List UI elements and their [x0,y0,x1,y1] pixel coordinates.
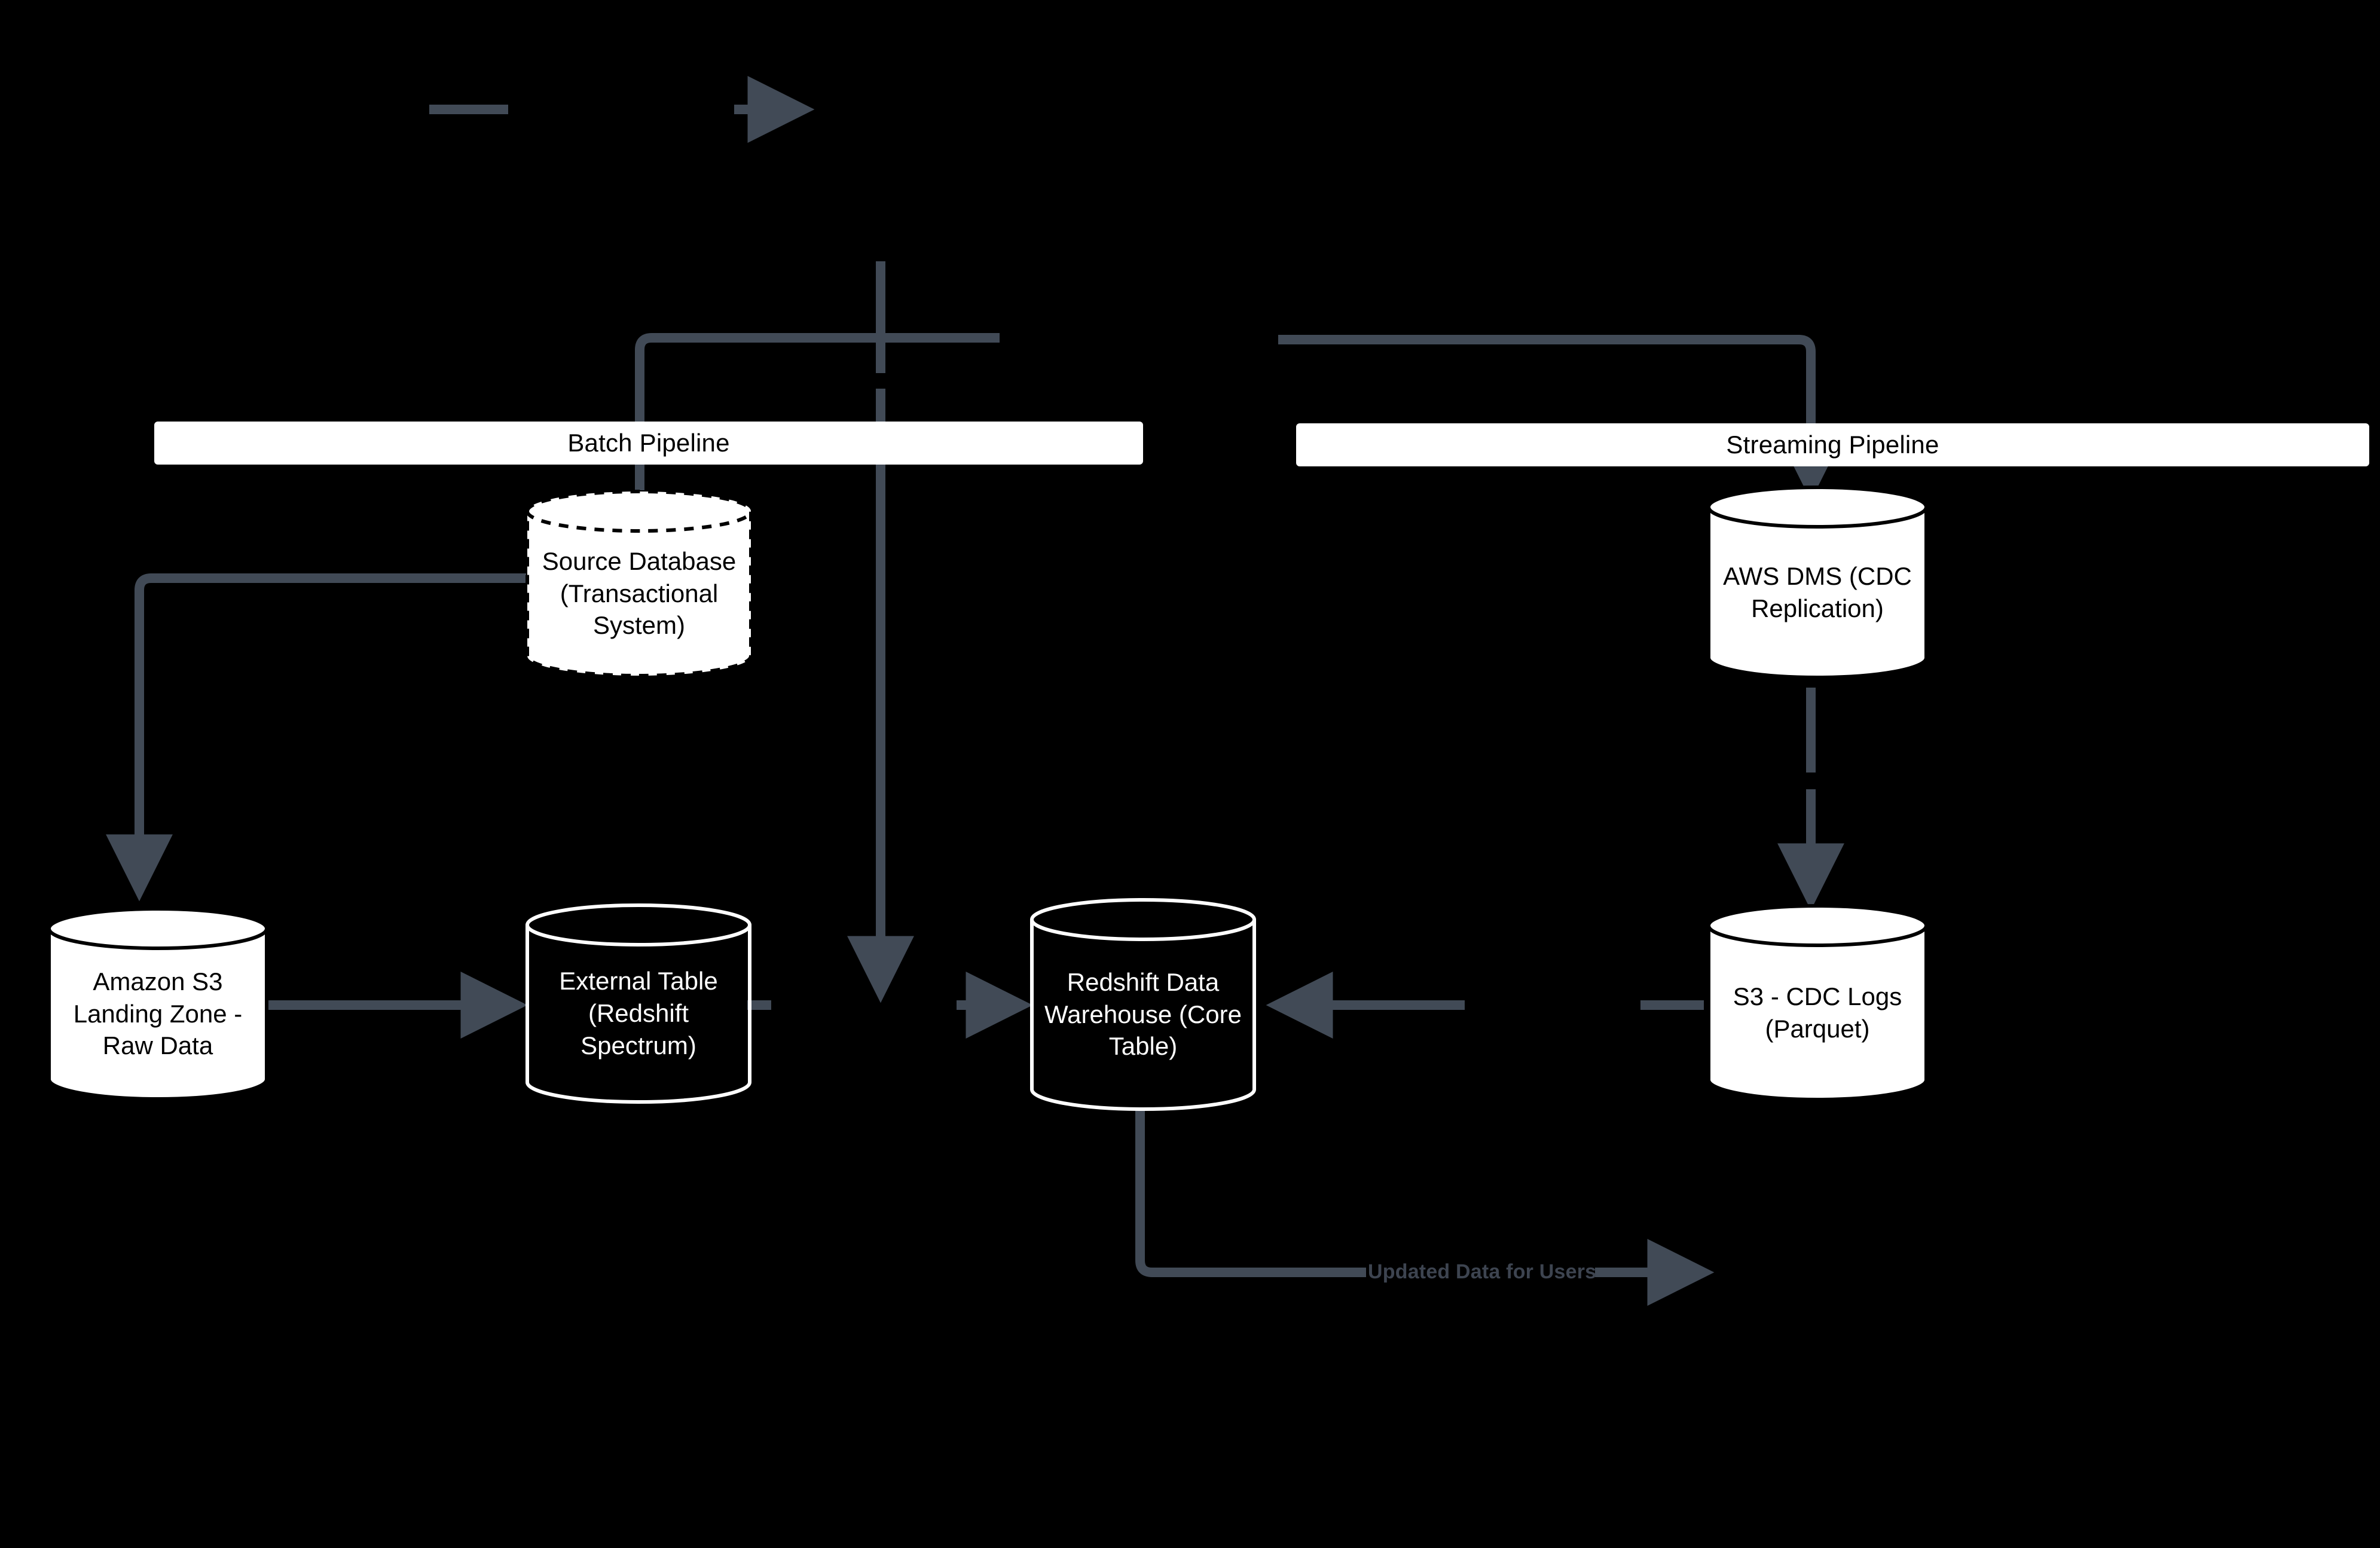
lane-streaming-pipeline[interactable]: Streaming Pipeline [1296,423,2369,466]
edge-source-db-to-s3-landing [106,573,526,902]
node-s3-landing-shape[interactable] [47,907,268,1101]
lane-batch-pipeline[interactable]: Batch Pipeline [154,422,1143,465]
node-redshift-dw[interactable]: Redshift Data Warehouse (Core Table) [1032,920,1254,1109]
node-aws-dms-shape[interactable] [1707,486,1928,679]
edge-redshift-dw-to-users [1135,1109,1366,1277]
edge-batch-lane-feed [635,333,1000,433]
node-s3-cdc-logs[interactable]: S3 - CDC Logs (Parquet) [1709,926,1926,1100]
node-s3-cdc-logs-shape[interactable] [1707,904,1928,1101]
lane-batch-pipeline-label: Batch Pipeline [567,429,730,457]
node-aws-dms-label: AWS DMS (CDC Replication) [1723,561,1912,622]
node-source-db[interactable]: Source Database (Transactional System) [527,511,751,676]
node-external-table-label: External Table (Redshift Spectrum) [559,967,718,1060]
node-source-db-shape[interactable] [526,490,753,677]
node-external-table-shape[interactable] [526,903,751,1104]
node-external-table[interactable]: External Table (Redshift Spectrum) [527,925,750,1102]
node-redshift-dw-label: Redshift Data Warehouse (Core Table) [1044,967,1242,1061]
node-source-db-label: Source Database (Transactional System) [542,546,737,640]
node-s3-cdc-logs-label: S3 - CDC Logs (Parquet) [1733,982,1902,1043]
edge-streaming-lane-feed [1278,335,1816,435]
lane-streaming-pipeline-label: Streaming Pipeline [1726,430,1939,459]
edge-label-updated-data-for-users: Updated Data for Users [1368,1260,1597,1283]
node-s3-landing[interactable]: Amazon S3 Landing Zone - Raw Data [49,929,267,1099]
node-redshift-dw-shape[interactable] [1030,898,1256,1111]
node-s3-landing-label: Amazon S3 Landing Zone - Raw Data [73,967,243,1060]
node-aws-dms[interactable]: AWS DMS (CDC Replication) [1709,507,1926,677]
